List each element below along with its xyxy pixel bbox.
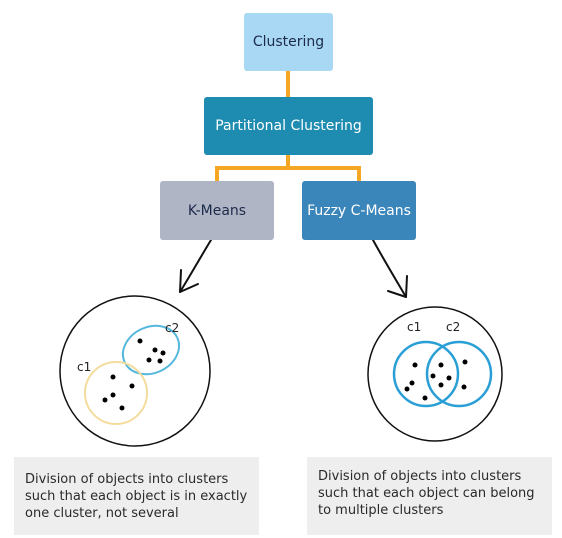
node-k-means: K-Means [160, 181, 274, 240]
fuzzy-cluster-c1 [392, 340, 460, 408]
kmeans-universe-circle [59, 295, 211, 447]
data-point [412, 362, 418, 368]
data-point [119, 405, 125, 411]
kmeans-c2-label: c2 [165, 321, 179, 335]
kmeans-points [102, 338, 166, 411]
data-point [438, 362, 444, 368]
data-point [110, 392, 116, 398]
data-point [404, 386, 410, 392]
data-point [152, 347, 158, 353]
node-partitional-clustering: Partitional Clustering [204, 97, 373, 155]
data-point [461, 384, 467, 390]
arrow-to-fuzzy-example [372, 239, 408, 298]
fuzzy-points [404, 359, 468, 401]
kmeans-caption: Division of objects into clusters such t… [14, 457, 259, 535]
data-point [462, 359, 468, 365]
fuzzy-c2-label: c2 [446, 320, 460, 334]
data-point [160, 350, 166, 356]
data-point [157, 358, 163, 364]
data-point [438, 382, 444, 388]
arrow-to-kmeans-example [179, 239, 212, 293]
data-point [129, 383, 135, 389]
node-clustering: Clustering [244, 13, 333, 71]
node-fuzzy-c-means: Fuzzy C-Means [302, 181, 416, 240]
data-point [137, 338, 143, 344]
fuzzy-c1-label: c1 [407, 320, 421, 334]
data-point [146, 357, 152, 363]
data-point [409, 380, 415, 386]
fuzzy-caption: Division of objects into clusters such t… [307, 457, 552, 535]
fuzzy-example: c1 c2 [367, 306, 503, 442]
data-point [110, 374, 116, 380]
tree-connectors [215, 71, 361, 181]
data-point [446, 375, 452, 381]
fuzzy-cluster-c2 [425, 340, 493, 408]
kmeans-example: c2 c1 [59, 295, 211, 447]
kmeans-c1-label: c1 [77, 360, 91, 374]
kmeans-cluster-c1 [84, 361, 148, 425]
fuzzy-universe-circle [367, 306, 503, 442]
data-point [102, 397, 108, 403]
data-point [422, 395, 428, 401]
data-point [430, 373, 436, 379]
